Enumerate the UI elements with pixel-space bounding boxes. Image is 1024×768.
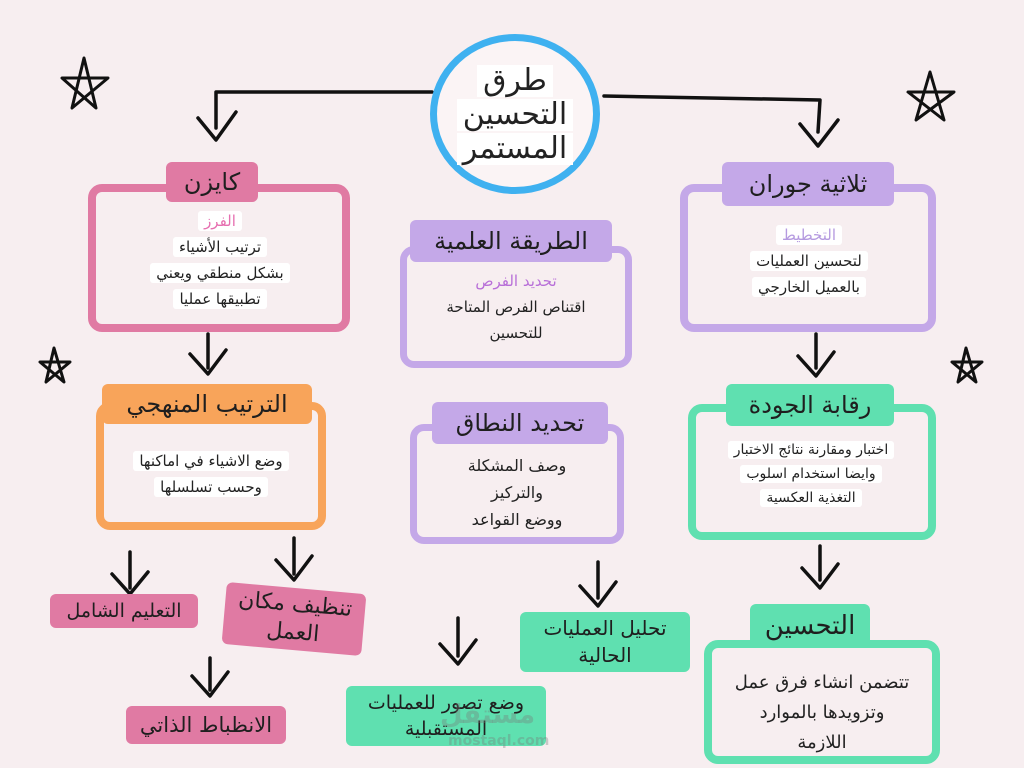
scientific-title: الطريقة العلمية (410, 220, 612, 262)
star-icon (38, 346, 72, 384)
arrow-methodical-head (188, 348, 228, 376)
scope-line-2: والتركيز (491, 483, 543, 502)
scientific-subtitle: تحديد الفرص (475, 272, 557, 290)
scope-body: وصف المشكلة والتركيز ووضع القواعد (420, 452, 614, 533)
arrow-quality (796, 350, 836, 378)
quality-line-2: وايضا استخدام اسلوب (740, 465, 882, 483)
connector-left (214, 90, 434, 130)
methodical-line-2: وحسب تسلسلها (154, 477, 268, 497)
improvement-line-1: تتضمن انشاء فرق عمل (734, 672, 910, 693)
quality-line-1: اختبار ومقارنة نتائج الاختبار (727, 441, 895, 459)
center-title-line-1: طرق (477, 65, 553, 97)
center-title-line-3: المستمر (456, 133, 574, 165)
methodical-line-1: وضع الاشياء في اماكنها (133, 451, 289, 471)
improvement-line-3: اللازمة (797, 732, 847, 753)
scope-title: تحديد النطاق (432, 402, 608, 444)
juran-body: التخطيط لتحسين العمليات بالعميل الخارجي (714, 222, 904, 300)
scientific-line-1: اقتناص الفرص المتاحة (446, 298, 586, 316)
arrow-future (438, 638, 478, 666)
improvement-title: التحسين (750, 604, 870, 648)
arrow-juran (798, 118, 840, 148)
kaizen-line-1: ترتيب الأشياء (172, 237, 268, 257)
scientific-line-2: للتحسين (489, 324, 543, 342)
inclusive-education-label: التعليم الشامل (50, 594, 198, 628)
methodical-title: الترتيب المنهجي (102, 384, 312, 424)
quality-line-3: التغذية العكسية (760, 489, 862, 507)
kaizen-line-2: بشكل منطقي ويعني (150, 263, 290, 283)
future-vision-line-1: وضع تصور للعمليات (367, 692, 525, 714)
kaizen-subtitle: الفرز (198, 211, 242, 231)
current-analysis-label: تحليل العمليات الحالية (520, 612, 690, 672)
current-analysis-line-1: تحليل العمليات (543, 616, 667, 640)
kaizen-title: كايزن (166, 162, 258, 202)
kaizen-body: الفرز ترتيب الأشياء بشكل منطقي ويعني تطب… (110, 208, 330, 312)
watermark-brand: مستقل (440, 700, 536, 730)
clean-workplace-label: تنظيف مكان العمل (221, 582, 367, 656)
future-vision-label: وضع تصور للعمليات المستقبلية (346, 686, 546, 746)
improvement-body: تتضمن انشاء فرق عمل وتزويدها بالموارد ال… (712, 668, 932, 758)
juran-subtitle: التخطيط (775, 225, 843, 245)
arrow-current (578, 580, 618, 608)
current-analysis-line-2: الحالية (578, 643, 632, 667)
star-icon (950, 346, 984, 384)
scientific-body: تحديد الفرص اقتناص الفرص المتاحة للتحسين (412, 268, 620, 346)
quality-title: رقابة الجودة (726, 384, 894, 426)
self-discipline-label: الانظباط الذاتي (126, 706, 286, 744)
juran-line-1: لتحسين العمليات (750, 251, 868, 271)
center-title-line-2: التحسين (456, 99, 574, 131)
watermark-url: mostaql.com (448, 733, 550, 749)
scope-line-1: وصف المشكلة (467, 456, 567, 475)
center-title: طرق التحسين المستمر (440, 64, 590, 166)
arrow-improvement (800, 562, 840, 590)
connector-right (602, 94, 822, 134)
juran-line-2: بالعميل الخارجي (752, 277, 866, 297)
future-vision-line-2: المستقبلية (404, 718, 488, 740)
methodical-body: وضع الاشياء في اماكنها وحسب تسلسلها (104, 448, 318, 500)
arrow-clean (274, 554, 314, 582)
star-icon (60, 56, 110, 110)
quality-body: اختبار ومقارنة نتائج الاختبار وايضا استخ… (700, 438, 922, 510)
star-icon (906, 70, 956, 122)
arrow-discipline (190, 670, 230, 698)
scope-line-3: ووضع القواعد (471, 510, 563, 529)
kaizen-line-3: تطبيقها عمليا (173, 289, 267, 309)
arrow-kaizen (196, 110, 238, 142)
juran-title: ثلاثية جوران (722, 162, 894, 206)
improvement-line-2: وتزويدها بالموارد (759, 702, 885, 723)
